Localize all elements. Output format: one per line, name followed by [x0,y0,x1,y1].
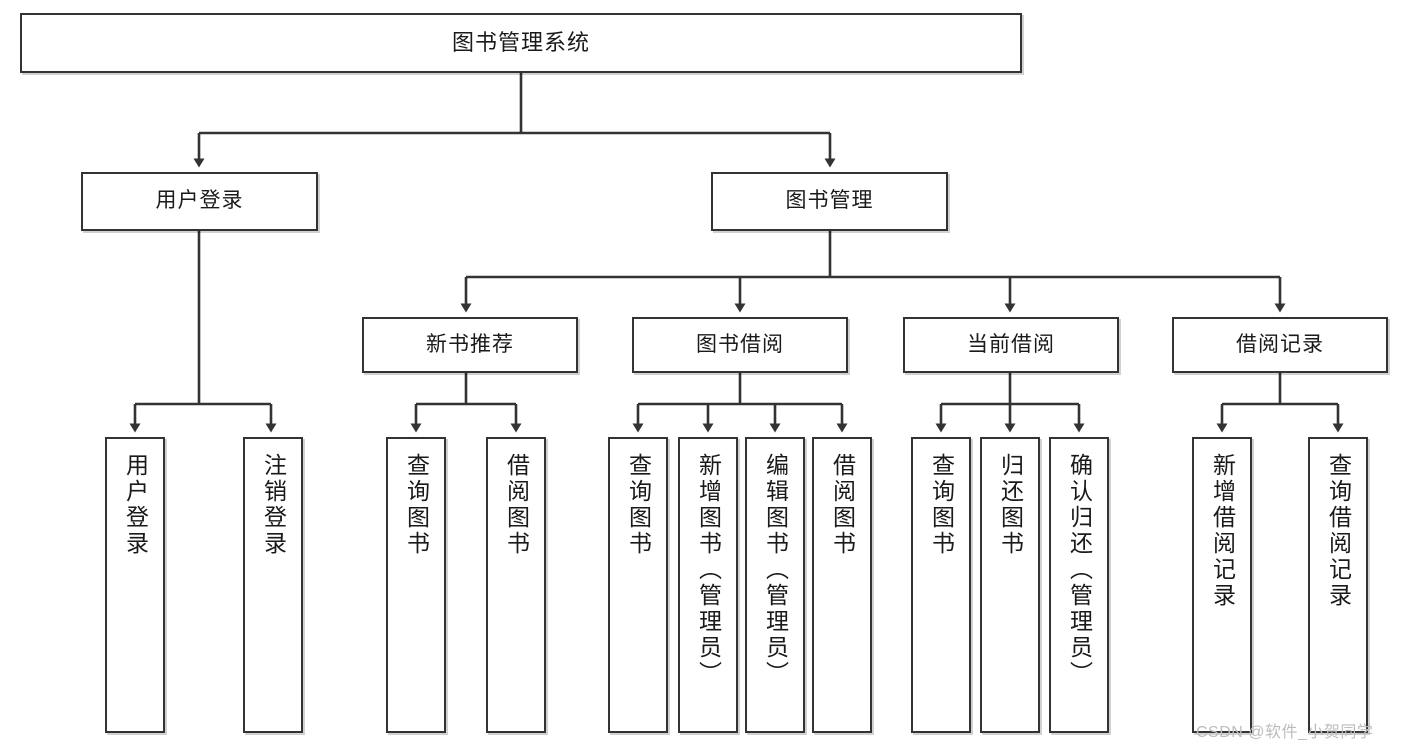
node-leaf-add-book[interactable]: 新增图书（管理员） [678,437,738,733]
node-new-book-recommend[interactable]: 新书推荐 [362,317,578,373]
node-label: 图书管理系统 [451,30,590,56]
node-label: 用户登录 [122,453,149,557]
node-label: 查询借阅记录 [1325,453,1352,609]
csdn-watermark: CSDN @软件_小贺同学 [1196,724,1374,741]
node-label: 图书管理 [785,189,874,213]
node-leaf-user-logout[interactable]: 注销登录 [243,437,303,733]
node-leaf-add-record[interactable]: 新增借阅记录 [1192,437,1252,733]
node-leaf-borrow-book-1[interactable]: 借阅图书 [486,437,546,733]
node-root-book-management-system[interactable]: 图书管理系统 [20,13,1022,73]
node-leaf-query-book-3[interactable]: 查询图书 [911,437,971,733]
node-label: 查询图书 [928,453,955,557]
node-label: 编辑图书（管理员） [762,453,789,687]
node-label: 注销登录 [260,453,287,557]
node-label: 当前借阅 [967,332,1055,356]
node-label: 用户登录 [155,189,244,213]
node-book-manage[interactable]: 图书管理 [711,172,948,231]
node-leaf-return-book[interactable]: 归还图书 [980,437,1040,733]
node-label: 借阅记录 [1236,332,1324,356]
node-leaf-user-login[interactable]: 用户登录 [105,437,165,733]
node-label: 查询图书 [625,453,652,557]
node-label: 确认归还（管理员） [1066,453,1093,687]
node-label: 查询图书 [403,453,430,557]
node-leaf-query-book-1[interactable]: 查询图书 [386,437,446,733]
node-borrow-record[interactable]: 借阅记录 [1172,317,1388,373]
node-label: 归还图书 [997,453,1024,557]
node-leaf-borrow-book-2[interactable]: 借阅图书 [812,437,872,733]
node-label: 借阅图书 [503,453,530,557]
node-book-borrow[interactable]: 图书借阅 [632,317,848,373]
node-leaf-confirm-return[interactable]: 确认归还（管理员） [1049,437,1109,733]
node-leaf-query-record[interactable]: 查询借阅记录 [1308,437,1368,733]
node-user-login[interactable]: 用户登录 [81,172,318,231]
node-label: 新书推荐 [426,332,514,356]
node-label: 借阅图书 [829,453,856,557]
node-current-borrow[interactable]: 当前借阅 [903,317,1119,373]
node-label: 图书借阅 [696,332,784,356]
node-leaf-query-book-2[interactable]: 查询图书 [608,437,668,733]
node-leaf-edit-book[interactable]: 编辑图书（管理员） [745,437,805,733]
node-label: 新增借阅记录 [1209,453,1236,609]
node-label: 新增图书（管理员） [695,453,722,687]
